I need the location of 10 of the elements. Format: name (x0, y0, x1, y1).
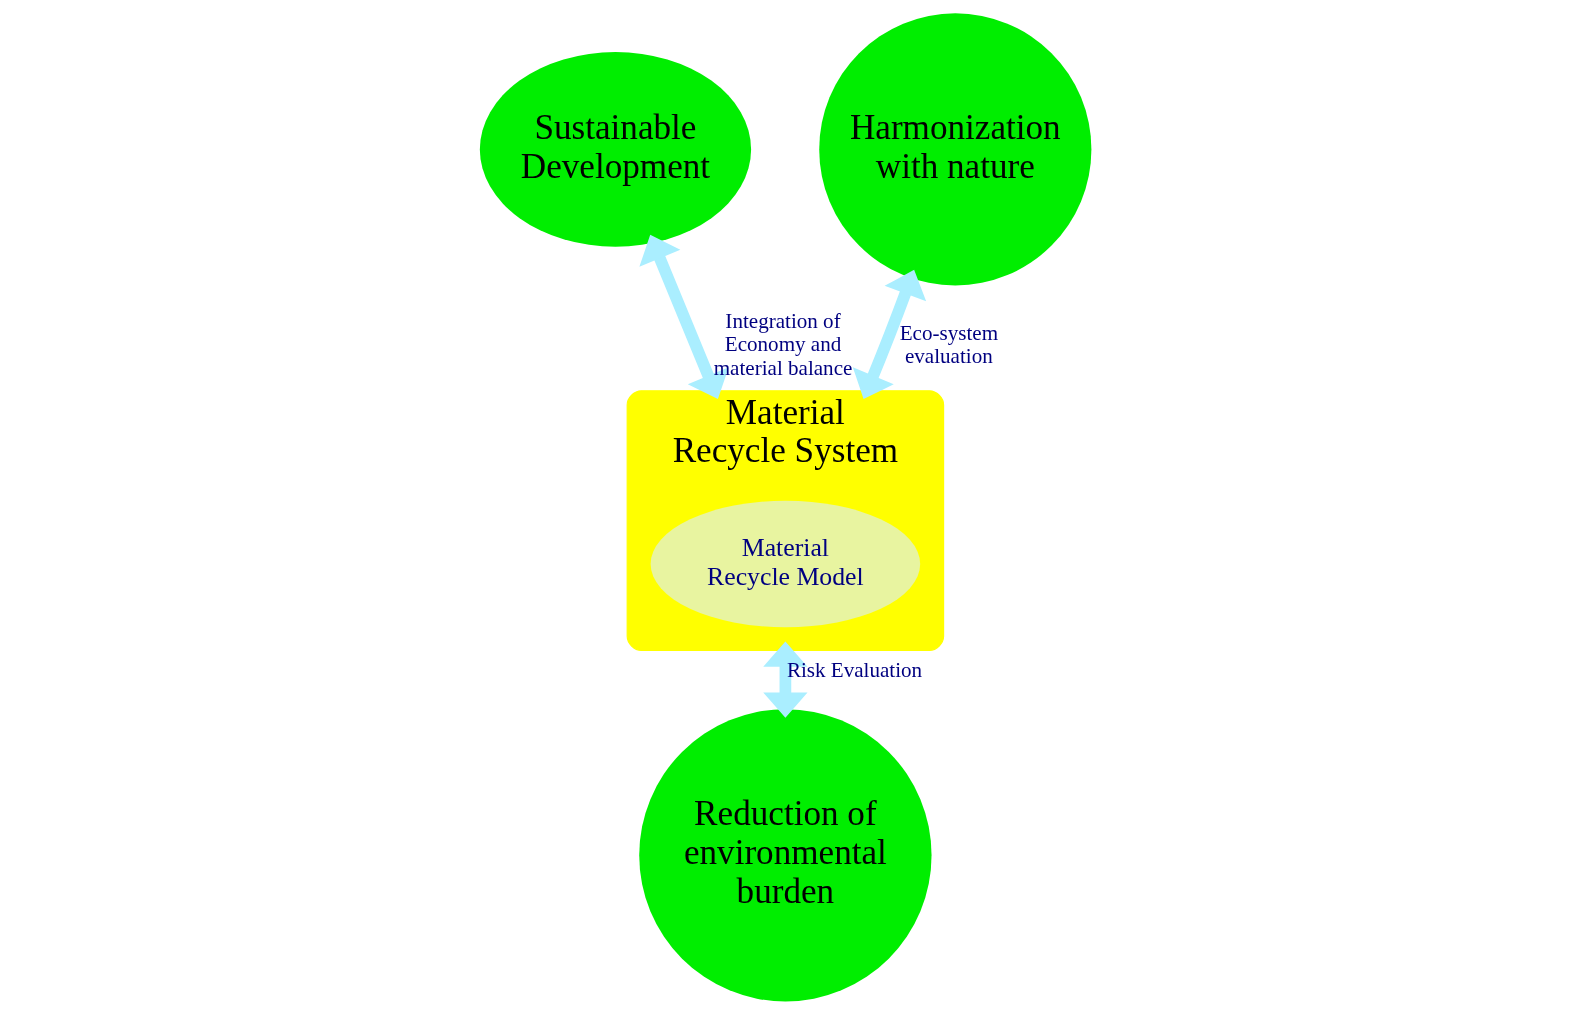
edge-label: Eco-system evaluation (899, 320, 998, 369)
node-circle: Harmonization with nature (818, 13, 1091, 286)
edge-label: Integration of Economy and material balance (713, 309, 852, 380)
arrow (852, 269, 926, 400)
edge-label: Risk Evaluation (786, 657, 922, 682)
node-ellipse: Material Recycle Model (650, 500, 920, 628)
arrow (638, 234, 729, 400)
arrow (762, 641, 808, 718)
node-circle: Reduction of environmental burden (638, 709, 932, 1002)
node-ellipse: Sustainable Development (479, 52, 751, 247)
